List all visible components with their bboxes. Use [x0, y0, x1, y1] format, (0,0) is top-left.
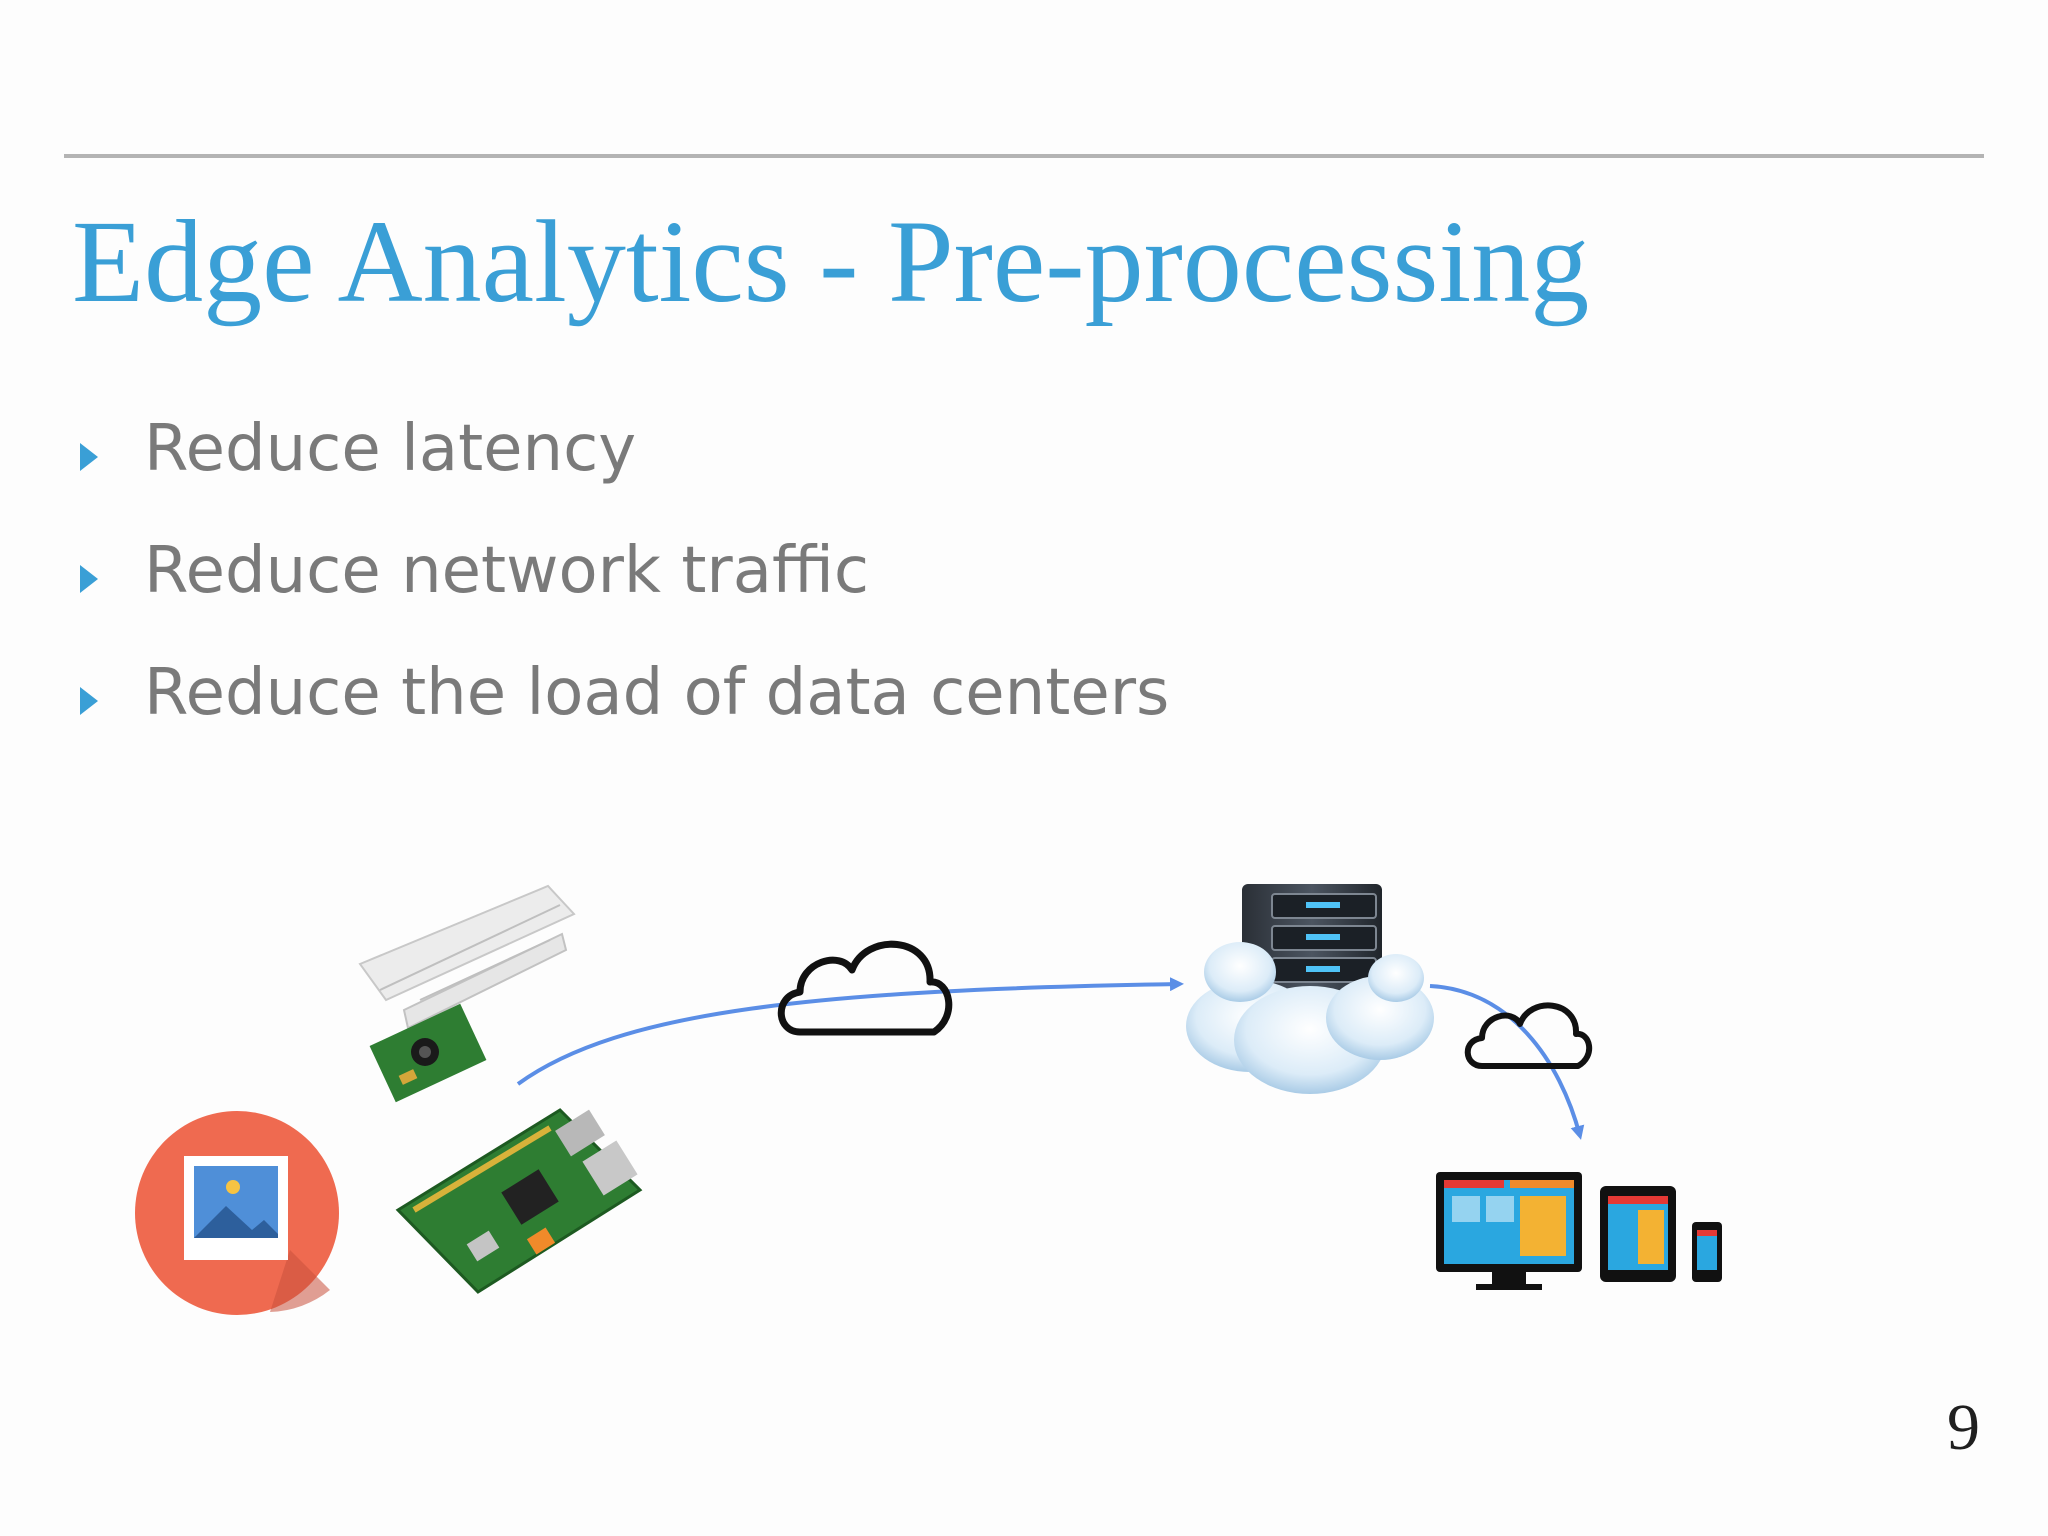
cloud-server-icon	[1186, 884, 1434, 1094]
bullet-arrow-icon	[80, 443, 98, 471]
bullet-item: Reduce the load of data centers	[80, 632, 1169, 754]
cloud-outline-small-icon	[1464, 1002, 1592, 1069]
cloud-outline-icon	[777, 940, 953, 1036]
bullet-arrow-icon	[80, 687, 98, 715]
slide-title: Edge Analytics - Pre-processing	[72, 196, 1590, 327]
bullet-text: Reduce network traffic	[144, 534, 869, 608]
bullet-item: Reduce latency	[80, 388, 1169, 510]
bullet-item: Reduce network traffic	[80, 510, 1169, 632]
bullet-list: Reduce latency Reduce network traffic Re…	[80, 388, 1169, 754]
top-divider	[64, 154, 1984, 158]
camera-module-icon	[358, 884, 576, 1103]
download-arrow	[1429, 984, 1585, 1140]
page-number: 9	[1947, 1391, 1980, 1464]
bullet-text: Reduce latency	[144, 412, 637, 486]
image-icon	[135, 1111, 339, 1315]
display-devices-icon	[1436, 1172, 1722, 1290]
bullet-arrow-icon	[80, 565, 98, 593]
upload-arrow	[516, 977, 1184, 1086]
raspberry-pi-board-icon	[395, 1108, 643, 1294]
bullet-text: Reduce the load of data centers	[144, 656, 1170, 730]
